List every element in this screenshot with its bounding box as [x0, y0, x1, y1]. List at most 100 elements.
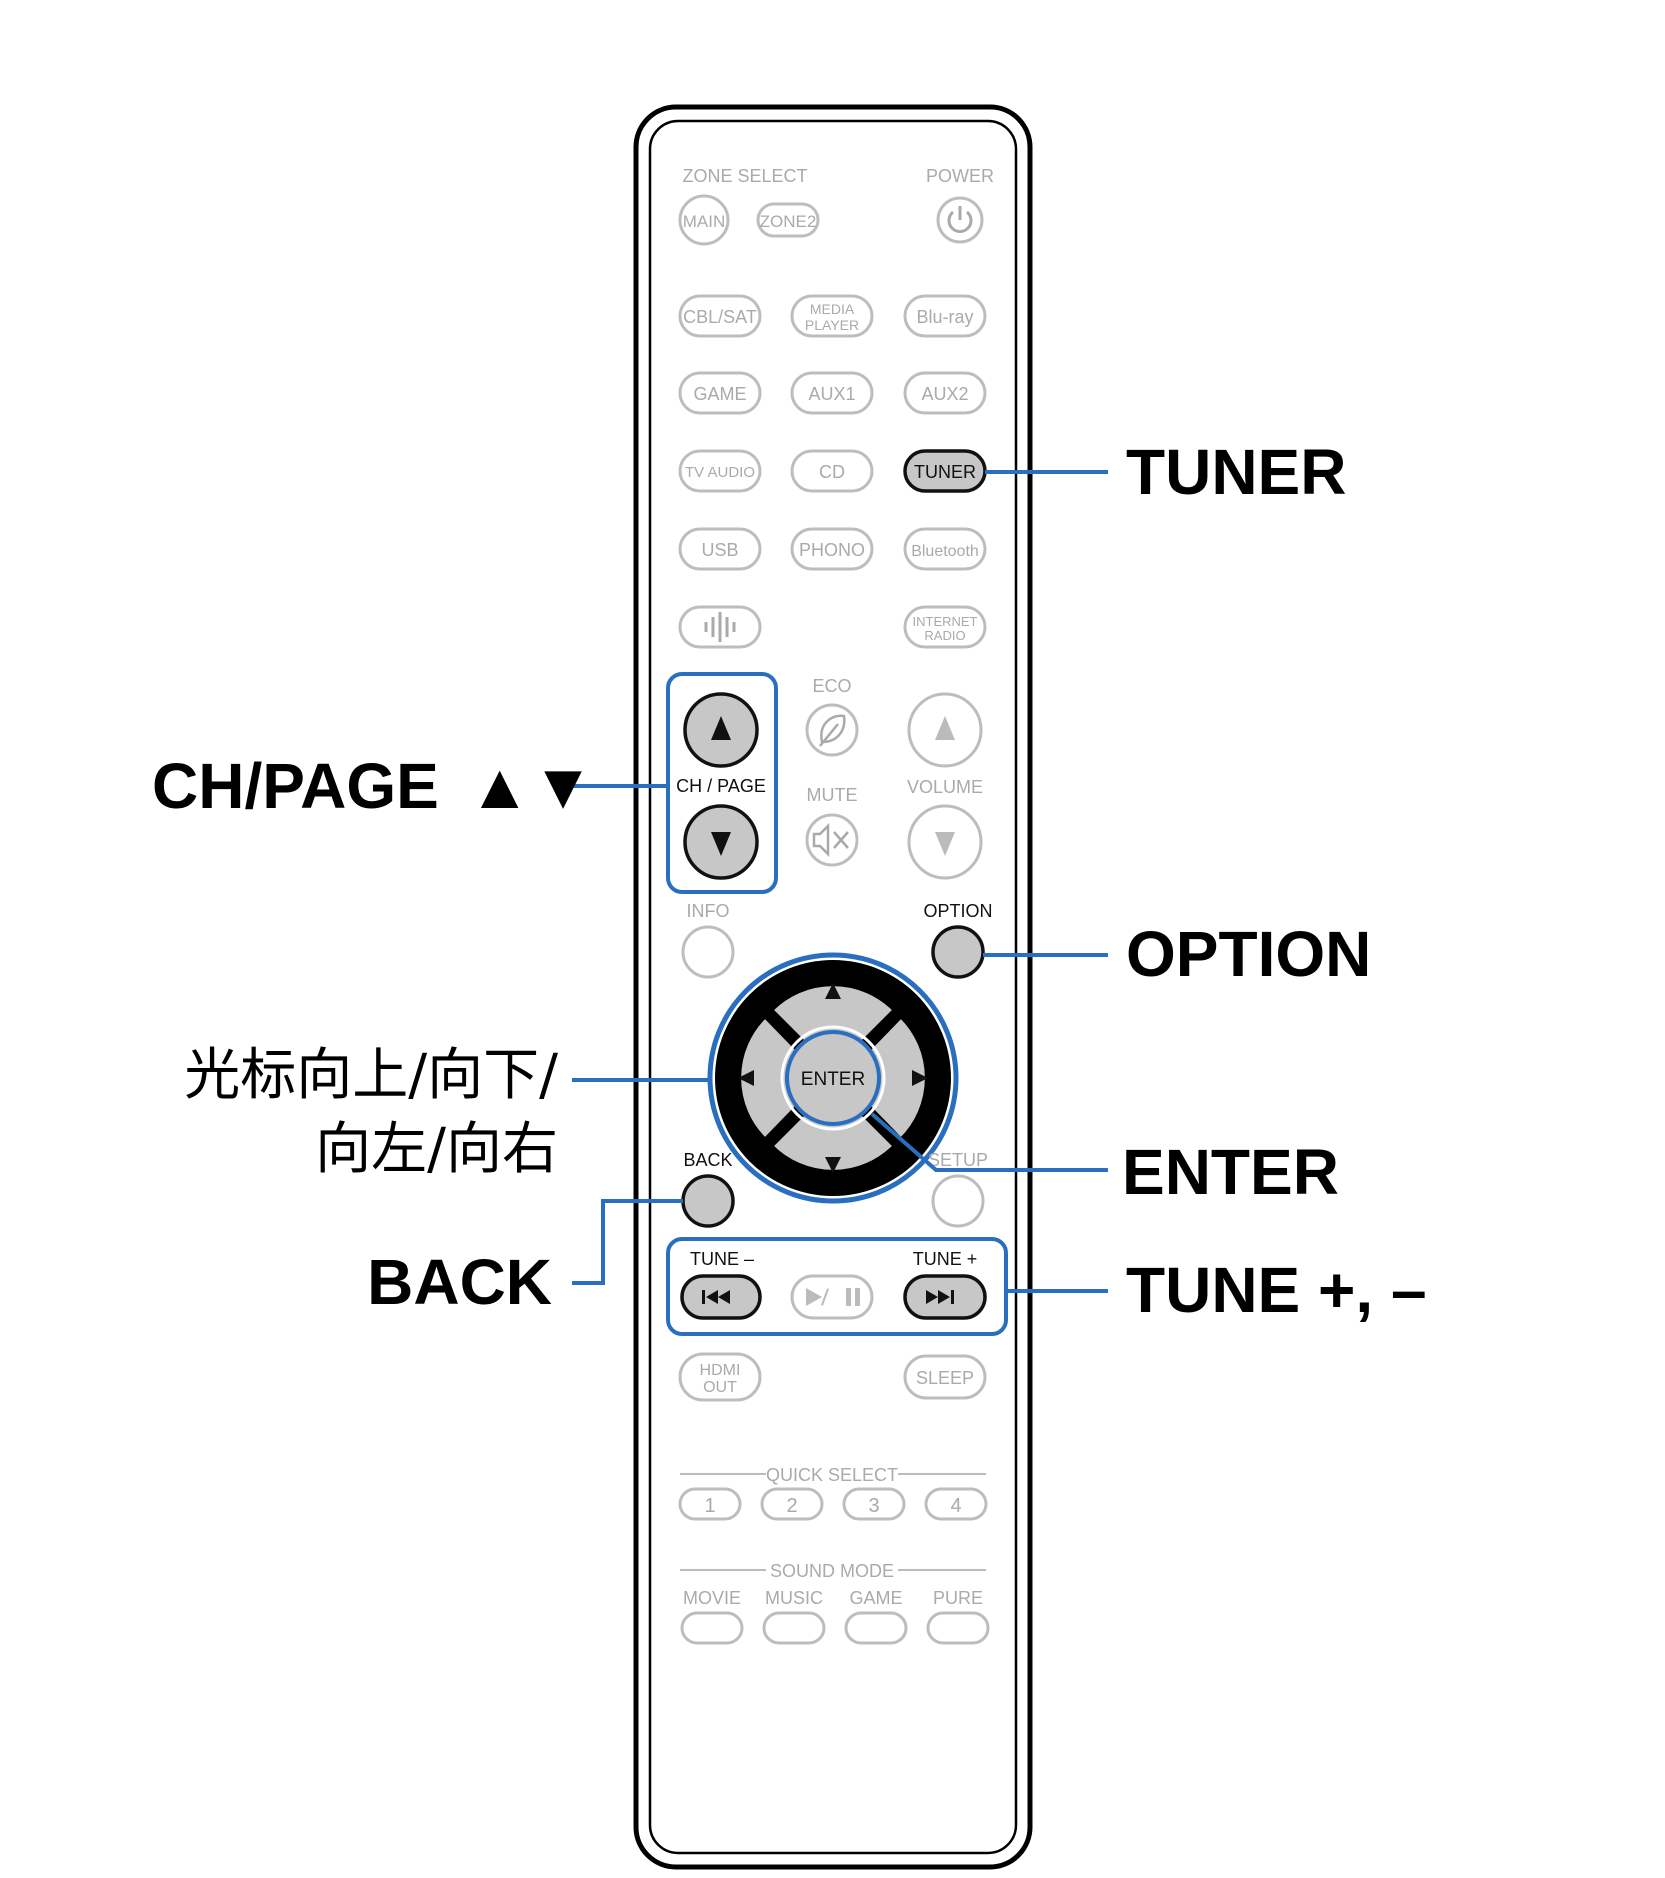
power-icon — [947, 206, 973, 233]
media-player-button[interactable] — [790, 294, 874, 338]
main-zone-button[interactable] — [678, 194, 730, 246]
cbl-sat-button[interactable] — [678, 294, 762, 338]
aux2-label: AUX2 — [921, 384, 968, 404]
game-button[interactable] — [678, 371, 762, 415]
media-player-label-2: PLAYER — [805, 317, 859, 333]
tv-audio-button[interactable] — [678, 449, 762, 493]
cursor-callout-line1: 光标向上/向下/ — [184, 1043, 558, 1108]
quick-select-3-button[interactable] — [842, 1487, 906, 1521]
pure-button[interactable] — [926, 1611, 990, 1645]
ch-page-callout: CH/PAGE — [152, 750, 439, 822]
ch-down-arrow-icon — [711, 832, 731, 856]
power-label: POWER — [926, 166, 994, 186]
aux2-button[interactable] — [903, 371, 987, 415]
tuner-callout: TUNER — [1126, 436, 1346, 508]
aux1-button[interactable] — [790, 371, 874, 415]
quick-select-3-label: 3 — [868, 1495, 879, 1517]
cursor-right-arrow-icon — [912, 1070, 928, 1086]
music-button[interactable] — [762, 1611, 826, 1645]
volume-up-arrow-icon — [935, 716, 955, 740]
option-label: OPTION — [923, 901, 992, 921]
game-mode-label: GAME — [849, 1588, 902, 1608]
cd-button[interactable] — [790, 449, 874, 493]
cursor-down-arrow-icon — [825, 1157, 841, 1173]
quick-select-4-label: 4 — [950, 1495, 961, 1517]
zone2-button[interactable] — [756, 202, 820, 238]
game-mode-button[interactable] — [844, 1611, 908, 1645]
back-callout: BACK — [367, 1246, 552, 1318]
sound-mode-label: SOUND MODE — [770, 1561, 894, 1581]
tune-callout: TUNE +, – — [1126, 1254, 1427, 1326]
quick-select-label: QUICK SELECT — [766, 1465, 898, 1485]
back-label: BACK — [683, 1150, 732, 1170]
cursor-callout-line2: 向左/向右 — [315, 1117, 558, 1182]
sleep-label: SLEEP — [916, 1368, 974, 1388]
phono-button[interactable] — [790, 527, 874, 571]
hdmi-out-button[interactable] — [678, 1352, 762, 1402]
quick-select-1-label: 1 — [704, 1495, 715, 1517]
game-label: GAME — [693, 384, 746, 404]
quick-select-2-label: 2 — [786, 1495, 797, 1517]
bluetooth-button[interactable] — [903, 527, 987, 571]
pure-label: PURE — [933, 1588, 983, 1608]
tv-audio-label: TV AUDIO — [685, 464, 755, 481]
quick-select-1-button[interactable] — [678, 1487, 742, 1521]
ch-page-label: CH / PAGE — [676, 776, 766, 796]
cbl-sat-label: CBL/SAT — [683, 307, 757, 327]
mute-icon — [812, 822, 849, 858]
setup-button[interactable] — [931, 1174, 985, 1228]
ch-up-arrow-icon — [711, 716, 731, 740]
internet-radio-button[interactable] — [903, 605, 987, 649]
quick-select-4-button[interactable] — [924, 1487, 988, 1521]
option-callout: OPTION — [1126, 918, 1371, 990]
tuner-label: TUNER — [914, 462, 976, 482]
tune-highlight — [666, 1237, 1008, 1336]
enter-button[interactable] — [785, 1030, 881, 1126]
ch-page-arrows-callout: ▲▼ — [468, 750, 595, 822]
quick-select-2-button[interactable] — [760, 1487, 824, 1521]
play-pause-icon — [806, 1288, 860, 1306]
music-label: MUSIC — [765, 1588, 823, 1608]
phono-label: PHONO — [799, 540, 865, 560]
enter-callout: ENTER — [1122, 1136, 1339, 1208]
cursor-left-arrow-icon — [738, 1070, 754, 1086]
leaf-icon — [819, 714, 846, 747]
bluetooth-label: Bluetooth — [911, 543, 979, 560]
volume-down-arrow-icon — [935, 832, 955, 856]
setup-label: SETUP — [928, 1150, 988, 1170]
zone2-label: ZONE2 — [760, 212, 817, 231]
usb-label: USB — [701, 540, 738, 560]
internet-radio-label-2: RADIO — [924, 628, 965, 643]
media-player-label-1: MEDIA — [810, 301, 855, 317]
cursor-up-arrow-icon — [825, 983, 841, 999]
usb-button[interactable] — [678, 527, 762, 571]
option-button[interactable] — [931, 925, 985, 979]
eco-label: ECO — [812, 676, 851, 696]
mute-button[interactable] — [805, 813, 859, 867]
main-zone-label: MAIN — [683, 212, 726, 231]
play-pause-button[interactable] — [790, 1274, 874, 1320]
bluray-button[interactable] — [903, 294, 987, 338]
skip-forward-icon — [926, 1290, 954, 1304]
tune-plus-label: TUNE + — [913, 1249, 978, 1269]
hdmi-out-label-1: HDMI — [700, 1362, 741, 1379]
tune-minus-label: TUNE – — [690, 1249, 754, 1269]
back-leader-line — [572, 1199, 683, 1285]
cd-label: CD — [819, 462, 845, 482]
skip-back-icon — [702, 1290, 730, 1304]
enter-label: ENTER — [801, 1069, 865, 1090]
movie-label: MOVIE — [683, 1588, 741, 1608]
hdmi-out-label-2: OUT — [703, 1379, 737, 1396]
sleep-button[interactable] — [903, 1354, 987, 1400]
internet-radio-label-1: INTERNET — [913, 614, 978, 629]
info-button[interactable] — [681, 925, 735, 979]
volume-label: VOLUME — [907, 777, 983, 797]
movie-button[interactable] — [680, 1611, 744, 1645]
bluray-label: Blu-ray — [916, 307, 973, 327]
back-button[interactable] — [681, 1174, 735, 1228]
info-label: INFO — [687, 901, 730, 921]
ch-page-highlight — [666, 672, 778, 894]
heos-icon — [704, 612, 736, 642]
mute-label: MUTE — [807, 785, 858, 805]
